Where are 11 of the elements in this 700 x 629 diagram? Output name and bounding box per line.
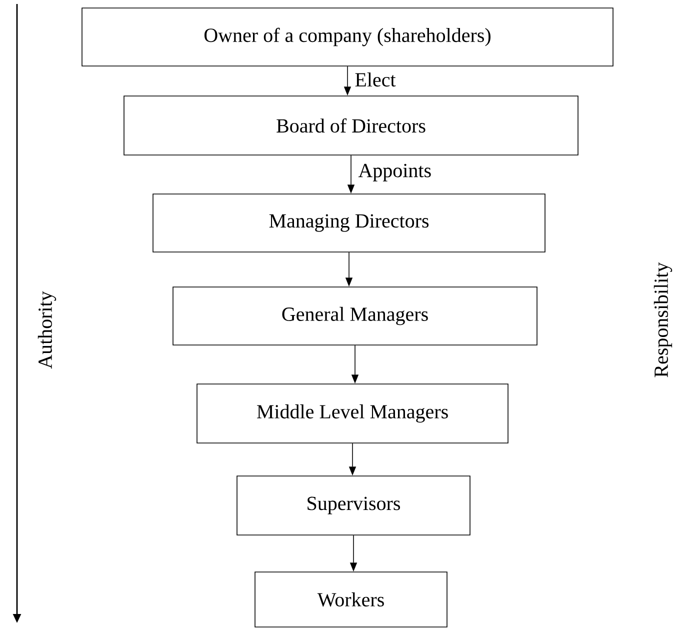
process-box: Board of Directors [124, 96, 578, 156]
process-box: Supervisors [236, 476, 470, 536]
edge-label: Elect [354, 72, 397, 88]
axis-label: Responsibility [654, 262, 672, 378]
process-box: General Managers [172, 286, 538, 346]
process-box: Owner of a company (shareholders) [82, 8, 614, 66]
axis-label: Authority [38, 291, 56, 369]
process-box: Workers [254, 572, 448, 628]
edge-label: Appoints [357, 162, 433, 182]
process-box: Middle Level Managers [196, 384, 508, 444]
process-box: Managing Directors [152, 194, 546, 252]
